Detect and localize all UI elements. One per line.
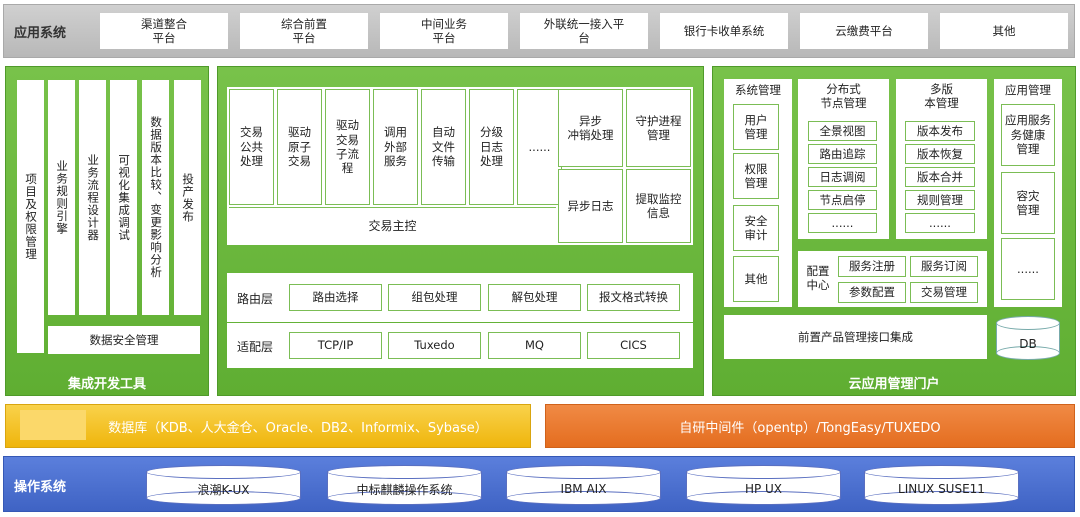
os-item-label: 浪潮K-UX	[197, 482, 250, 497]
sys-mgmt-item: 用户管理	[733, 104, 779, 150]
middleware-bar-label: 自研中间件（opentp）/TongEasy/TUXEDO	[679, 420, 941, 436]
database-bar-label: 数据库（KDB、人大金仓、Oracle、DB2、Informix、Sybase）	[108, 420, 488, 436]
core-side-module: 提取监控信息	[626, 169, 691, 243]
app-mgmt-title: 应用管理	[1005, 83, 1051, 97]
adapter-item: CICS	[587, 332, 680, 359]
dev-tool-column: 项目及权限管理	[17, 80, 44, 353]
dist-node-item: 日志调阅	[808, 167, 877, 187]
dist-node-item: 节点启停	[808, 190, 877, 210]
sys-mgmt-title: 系统管理	[735, 83, 781, 97]
routing-item: 报文格式转换	[587, 284, 680, 311]
front-integration-box: 前置产品管理接口集成	[724, 315, 987, 359]
os-item: HP UX	[686, 465, 841, 505]
sys-mgmt-item: 权限管理	[733, 153, 779, 199]
routing-item: 组包处理	[388, 284, 481, 311]
os-item: IBM AIX	[506, 465, 661, 505]
multi-version-item: ......	[905, 213, 975, 233]
db-cylinder: DB	[996, 316, 1060, 360]
multi-version-title: 多版本管理	[924, 82, 959, 110]
multi-version-item: 版本恢复	[905, 144, 975, 164]
os-layer-title: 操作系统	[14, 480, 67, 495]
core-module: 驱动交易子流程	[325, 89, 370, 205]
core-module: 调用外部服务	[373, 89, 418, 205]
sys-mgmt-item: 其他	[733, 256, 779, 302]
core-module: 自动文件传输	[421, 89, 466, 205]
multi-version-item: 版本合并	[905, 167, 975, 187]
os-item: 浪潮K-UX	[146, 465, 301, 505]
core-module: ......	[517, 89, 562, 205]
core-side-module: 异步冲销处理	[558, 89, 623, 167]
os-item-label: LINUX SUSE11	[898, 482, 985, 496]
middleware-bar: 自研中间件（opentp）/TongEasy/TUXEDO	[545, 404, 1075, 448]
dist-node-item: 路由追踪	[808, 144, 877, 164]
data-security-box: 数据安全管理	[48, 326, 200, 354]
adapter-item: MQ	[488, 332, 581, 359]
app-system-item: 渠道整合平台	[100, 13, 228, 49]
dev-tool-column-label: 业务规则引擎	[55, 160, 70, 235]
os-item-label: 中标麒麟操作系统	[356, 482, 453, 497]
os-item: LINUX SUSE11	[864, 465, 1019, 505]
adapter-item: TCP/IP	[289, 332, 382, 359]
core-module: 分级日志处理	[469, 89, 514, 205]
core-module: 驱动原子交易	[277, 89, 322, 205]
portal-title: 云应用管理门户	[848, 377, 940, 392]
routing-layer-label: 路由层	[237, 292, 274, 306]
main-control: 交易主控	[229, 207, 556, 243]
config-item: 交易管理	[910, 282, 978, 303]
dev-tool-column: 投产发布	[174, 80, 201, 315]
app-mgmt-item: 容灾管理	[1001, 172, 1055, 234]
dev-tool-column-label: 项目及权限管理	[24, 172, 39, 261]
dist-node-item: ......	[808, 213, 877, 233]
app-mgmt-item: 应用服务务健康管理	[1001, 104, 1055, 166]
os-item: 中标麒麟操作系统	[327, 465, 482, 505]
sys-mgmt-item: 安全审计	[733, 205, 779, 251]
core-side-module: 守护进程管理	[626, 89, 691, 167]
app-layer-title: 应用系统	[14, 26, 67, 41]
adapter-layer-label: 适配层	[237, 340, 274, 354]
app-system-item: 综合前置平台	[240, 13, 368, 49]
dist-node-title: 分布式节点管理	[820, 82, 867, 110]
dev-tool-column: 数据版本比较、变更影响分析	[142, 80, 169, 315]
dev-tools-title: 集成开发工具	[67, 377, 146, 392]
app-system-item: 云缴费平台	[800, 13, 928, 49]
dev-tool-column: 业务流程设计器	[79, 80, 106, 315]
app-system-item: 中间业务平台	[380, 13, 508, 49]
dev-tool-column-label: 数据版本比较、变更影响分析	[149, 116, 164, 279]
config-center-title: 配置中心	[806, 264, 830, 292]
dev-tool-column-label: 业务流程设计器	[86, 153, 101, 242]
core-side-module: 异步日志	[558, 169, 623, 243]
dev-tool-column: 可视化集成调试	[110, 80, 137, 315]
dev-tool-column: 业务规则引擎	[48, 80, 75, 315]
config-item: 服务订阅	[910, 256, 978, 277]
multi-version-item: 版本发布	[905, 121, 975, 141]
app-mgmt-item: ......	[1001, 238, 1055, 300]
redacted-block	[20, 410, 86, 440]
db-label: DB	[1019, 337, 1037, 351]
dev-tool-column-label: 投产发布	[181, 172, 196, 223]
os-item-label: IBM AIX	[560, 482, 607, 496]
config-item: 参数配置	[838, 282, 906, 303]
multi-version-item: 规则管理	[905, 190, 975, 210]
core-module: 交易公共处理	[229, 89, 274, 205]
database-bar: 数据库（KDB、人大金仓、Oracle、DB2、Informix、Sybase）	[5, 404, 531, 448]
dist-node-item: 全景视图	[808, 121, 877, 141]
adapter-item: Tuxedo	[388, 332, 481, 359]
dev-tool-column-label: 可视化集成调试	[117, 153, 132, 242]
config-item: 服务注册	[838, 256, 906, 277]
routing-item: 路由选择	[289, 284, 382, 311]
app-system-item: 银行卡收单系统	[660, 13, 788, 49]
app-system-item: 外联统一接入平台	[520, 13, 648, 49]
app-system-item: 其他	[940, 13, 1068, 49]
routing-item: 解包处理	[488, 284, 581, 311]
os-item-label: HP UX	[744, 482, 783, 496]
